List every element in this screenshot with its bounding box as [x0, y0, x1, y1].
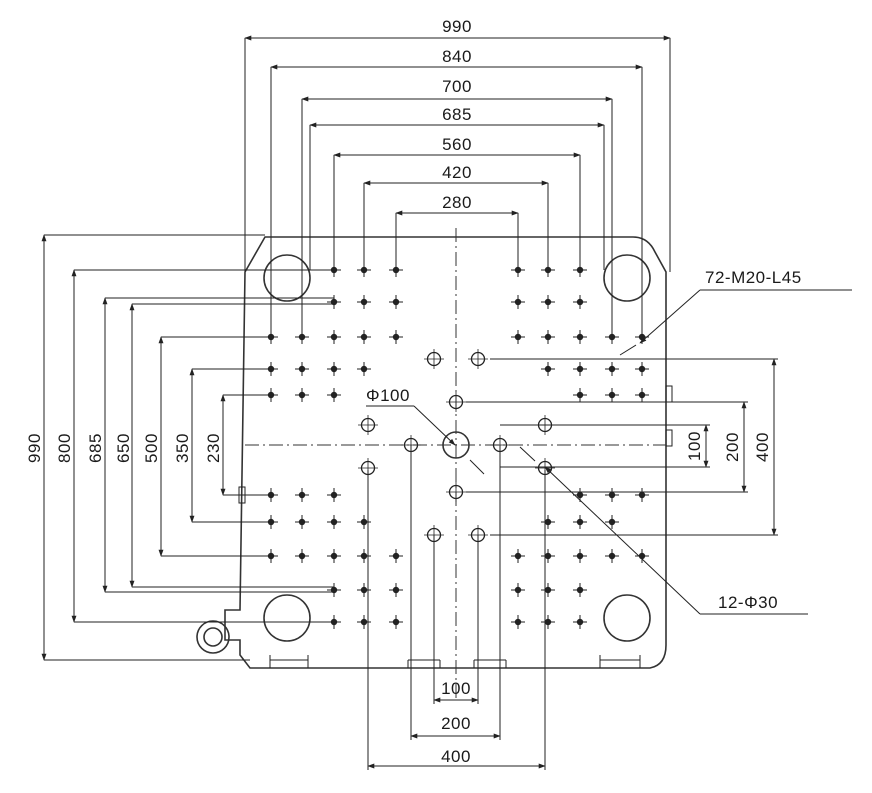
thread-hole [511, 295, 525, 309]
dim-bottom-100: 100 [441, 679, 471, 698]
thread-hole [295, 549, 309, 563]
dim-left-800: 800 [55, 433, 74, 463]
thread-hole [573, 488, 587, 502]
dim-top-560: 560 [442, 135, 472, 154]
thread-hole [295, 515, 309, 529]
callout-leader-ejector [519, 446, 808, 615]
thread-hole [389, 549, 403, 563]
callout-ejector-holes: 12-Φ30 [718, 593, 778, 612]
thread-hole [541, 549, 555, 563]
thread-hole [389, 615, 403, 629]
thread-hole [357, 615, 371, 629]
thread-hole [573, 583, 587, 597]
right-dimension-lines [466, 358, 778, 536]
dim-top-420: 420 [442, 163, 472, 182]
ejector-hole [358, 415, 378, 435]
dim-left-990: 990 [25, 433, 44, 463]
thread-hole [357, 330, 371, 344]
platen-legs [269, 655, 641, 668]
thread-hole [511, 615, 525, 629]
dim-top-990: 990 [442, 17, 472, 36]
thread-hole [541, 295, 555, 309]
dim-top-685: 685 [442, 105, 472, 124]
thread-hole [327, 488, 341, 502]
thread-hole [541, 362, 555, 376]
thread-hole [327, 295, 341, 309]
thread-hole [605, 515, 619, 529]
thread-hole [635, 388, 649, 402]
thread-hole [573, 615, 587, 629]
bottom-dimension-lines [367, 445, 546, 770]
dim-bottom-200: 200 [441, 714, 471, 733]
thread-hole [573, 295, 587, 309]
thread-hole [389, 295, 403, 309]
thread-hole [635, 549, 649, 563]
top-dimension-lines [244, 35, 671, 335]
thread-hole [295, 488, 309, 502]
thread-hole [327, 549, 341, 563]
thread-hole [573, 388, 587, 402]
thread-hole [295, 362, 309, 376]
thread-hole [541, 615, 555, 629]
dim-top-700: 700 [442, 77, 472, 96]
thread-hole [635, 362, 649, 376]
thread-hole [357, 295, 371, 309]
thread-hole [357, 549, 371, 563]
thread-hole [605, 388, 619, 402]
thread-hole [389, 583, 403, 597]
ejector-hole [424, 349, 444, 369]
thread-hole [541, 330, 555, 344]
thread-hole [605, 488, 619, 502]
left-dimension-lines [41, 234, 334, 661]
callout-leader-thread [619, 289, 852, 356]
thread-hole [541, 583, 555, 597]
dim-left-350: 350 [173, 433, 192, 463]
thread-hole [573, 330, 587, 344]
ejector-hole [446, 392, 466, 412]
thread-hole [511, 549, 525, 563]
dim-top-840: 840 [442, 47, 472, 66]
dim-left-650: 650 [114, 433, 133, 463]
thread-hole [357, 583, 371, 597]
center-hole [442, 431, 470, 459]
dim-right-100: 100 [685, 431, 704, 461]
thread-hole [389, 330, 403, 344]
thread-hole [605, 362, 619, 376]
thread-hole [605, 549, 619, 563]
thread-hole [295, 388, 309, 402]
thread-hole [635, 488, 649, 502]
dim-right-200: 200 [723, 432, 742, 462]
dim-left-230: 230 [204, 433, 223, 463]
thread-hole [357, 515, 371, 529]
platen-outline [224, 236, 667, 669]
ejector-hole [468, 349, 488, 369]
dim-left-500: 500 [142, 433, 161, 463]
thread-hole [573, 362, 587, 376]
thread-hole [357, 362, 371, 376]
dim-bottom-400: 400 [441, 747, 471, 766]
callout-leader-center [366, 405, 485, 475]
thread-hole [605, 330, 619, 344]
side-tab-right-mid [665, 429, 673, 447]
dim-left-685: 685 [86, 433, 105, 463]
thread-hole [573, 515, 587, 529]
thread-hole [511, 583, 525, 597]
dim-top-280: 280 [442, 193, 472, 212]
thread-hole [327, 583, 341, 597]
thread-hole [327, 330, 341, 344]
thread-hole [511, 330, 525, 344]
thread-hole [573, 549, 587, 563]
thread-hole [327, 388, 341, 402]
tie-bar-holes [263, 254, 651, 642]
lifting-lug [196, 620, 230, 654]
dim-right-400: 400 [753, 432, 772, 462]
callout-thread-holes: 72-M20-L45 [705, 268, 802, 287]
thread-hole [327, 515, 341, 529]
ejector-hole [446, 482, 466, 502]
thread-hole [541, 515, 555, 529]
callout-center-hole: Φ100 [366, 386, 410, 405]
thread-hole [327, 362, 341, 376]
side-tab-right-top [665, 385, 673, 403]
